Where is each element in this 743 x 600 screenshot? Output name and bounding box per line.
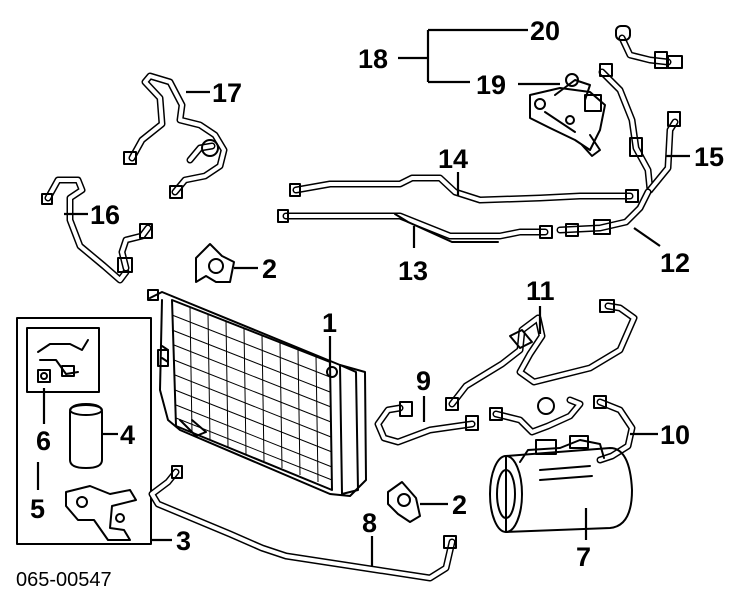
part-1-condenser — [147, 289, 367, 497]
part-2-clamp-upper — [195, 243, 235, 283]
leader-19 — [428, 80, 560, 86]
leader-lines — [36, 28, 690, 566]
part-19-valve-assembly — [529, 73, 606, 157]
callout-19: 19 — [476, 70, 506, 100]
callout-9: 9 — [416, 366, 431, 396]
callout-labels: 20 18 19 17 14 15 16 12 13 2 11 1 9 10 4… — [30, 16, 724, 572]
leader-18 — [398, 30, 430, 82]
part-8-tube — [148, 465, 457, 582]
callout-8: 8 — [362, 508, 377, 538]
part-4-receiver-dryer — [69, 403, 103, 469]
callout-5: 5 — [30, 494, 45, 524]
part-2-clamp-lower — [387, 481, 421, 523]
part-3-5-receiver-group — [16, 317, 152, 545]
part-13-pipe — [277, 209, 553, 243]
callout-17: 17 — [212, 78, 242, 108]
callout-7: 7 — [576, 542, 591, 572]
callout-10: 10 — [660, 420, 690, 450]
part-3-bracket — [65, 485, 137, 541]
callout-4: 4 — [120, 420, 135, 450]
callout-12: 12 — [660, 248, 690, 278]
callout-11: 11 — [526, 276, 555, 306]
callout-1: 1 — [322, 308, 337, 338]
callout-14: 14 — [438, 144, 468, 174]
callout-18: 18 — [358, 44, 388, 74]
part-10-hose — [489, 395, 636, 464]
part-11-suction-hose — [445, 299, 638, 411]
callout-2b: 2 — [452, 490, 467, 520]
part-7-compressor — [489, 435, 633, 533]
callout-20: 20 — [530, 16, 560, 46]
part-6-pressure-switch — [37, 339, 89, 383]
part-17-hose — [123, 72, 228, 199]
part-9-tube — [374, 401, 479, 446]
callout-13: 13 — [398, 256, 428, 286]
part-14-suction-tube — [289, 174, 639, 204]
leader-12 — [633, 227, 661, 247]
callout-2a: 2 — [262, 254, 277, 284]
part-20-sensor-tube — [615, 25, 683, 69]
part-12-liquid-hose — [556, 188, 652, 237]
callout-16: 16 — [90, 200, 120, 230]
part-15-discharge-hose — [598, 63, 681, 194]
callout-15: 15 — [694, 142, 724, 172]
callout-6: 6 — [36, 426, 51, 456]
callout-3: 3 — [176, 526, 191, 556]
reference-code: 065-00547 — [16, 569, 112, 591]
part-16-tube — [41, 176, 153, 284]
condenser-core-mesh — [171, 306, 333, 483]
